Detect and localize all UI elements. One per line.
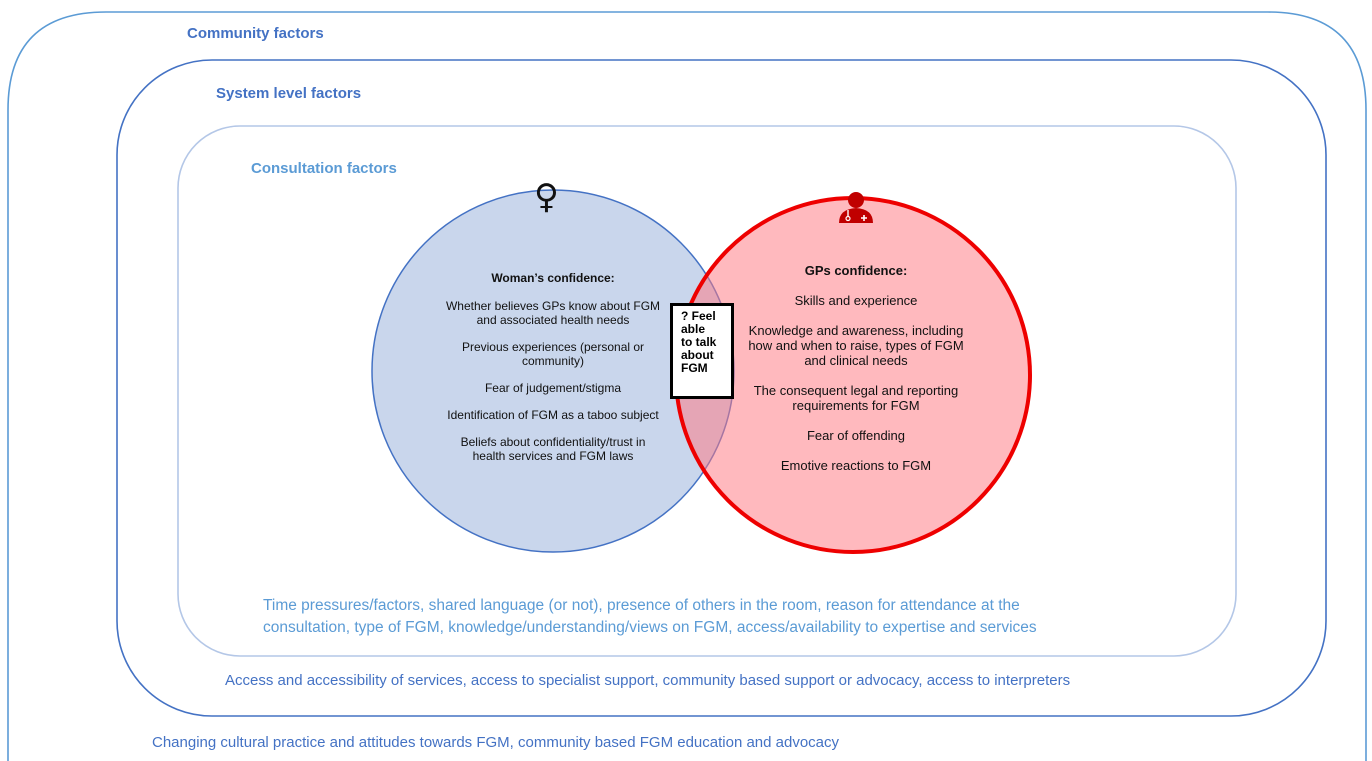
community-layer-border	[7, 11, 1367, 761]
community-factors-description: Changing cultural practice and attitudes…	[152, 734, 840, 751]
gp-factor-line: Skills and experience	[794, 293, 918, 308]
woman-factor-line: and associated health needs	[476, 313, 630, 327]
community-factors-label: Community factors	[187, 25, 324, 42]
consultation-factors-description: Time pressures/factors, shared language …	[263, 595, 1163, 639]
feel-able-to-talk-box: ? Feel able to talk about FGM	[670, 303, 734, 399]
gp-factor-line: requirements for FGM	[792, 398, 920, 413]
gp-factor-item: Emotive reactions to FGM	[731, 458, 981, 473]
woman-factor-line: Whether believes GPs know about FGM	[445, 299, 661, 313]
woman-confidence-title: Woman’s confidence:	[491, 271, 615, 285]
consultation-factors-label: Consultation factors	[251, 160, 397, 177]
gp-factor-item: Fear of offending	[731, 428, 981, 443]
gp-factor-line: The consequent legal and reporting	[753, 383, 959, 398]
system-factors-label: System level factors	[216, 85, 362, 102]
gp-confidence-title: GPs confidence:	[804, 263, 908, 278]
woman-factor-line: health services and FGM laws	[472, 449, 634, 463]
gp-factor-line: how and when to raise, types of FGM	[748, 338, 964, 353]
woman-factor-item: Identification of FGM as a taboo subject	[423, 408, 683, 422]
gp-factor-line: Fear of offending	[806, 428, 906, 443]
overlap-line: FGM	[681, 361, 708, 375]
overlap-line: to talk	[681, 335, 717, 349]
woman-factor-line: Fear of judgement/stigma	[484, 381, 622, 395]
doctor-icon	[839, 192, 873, 223]
woman-factor-line: community)	[521, 354, 584, 368]
system-factors-description: Access and accessibility of services, ac…	[225, 672, 1071, 689]
gp-factor-line: Emotive reactions to FGM	[780, 458, 932, 473]
overlap-line: able	[681, 322, 706, 336]
system-layer-border	[116, 59, 1327, 717]
woman-factor-line: Identification of FGM as a taboo subject	[447, 408, 659, 422]
overlap-line: ? Feel	[681, 309, 716, 323]
woman-factor-line: Beliefs about confidentiality/trust in	[460, 435, 646, 449]
overlap-line: about	[681, 348, 714, 362]
consultation-description-line: consultation, type of FGM, knowledge/und…	[263, 619, 1037, 636]
woman-confidence-block: Woman’s confidence: Whether believes GPs…	[423, 271, 683, 476]
gp-factor-line: Knowledge and awareness, including	[748, 323, 964, 338]
gp-factor-line: and clinical needs	[804, 353, 908, 368]
consultation-layer-border	[177, 125, 1237, 657]
consultation-description-line: Time pressures/factors, shared language …	[263, 597, 1020, 614]
woman-factor-item: Fear of judgement/stigma	[423, 381, 683, 395]
female-symbol-icon: ♀	[534, 177, 559, 217]
gp-factor-item: Skills and experience	[731, 293, 981, 308]
woman-factor-line: Previous experiences (personal or	[461, 340, 645, 354]
